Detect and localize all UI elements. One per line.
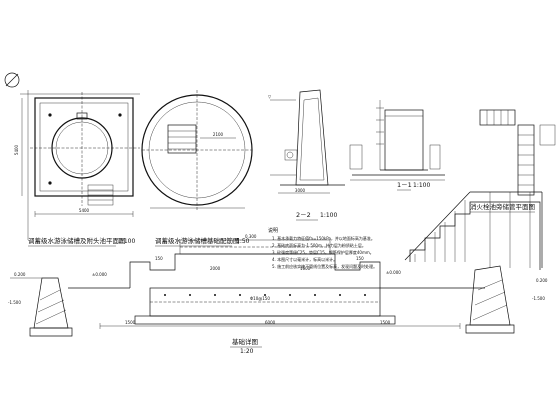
stair-plan-title: 消火栓池旁储管平面图 (470, 202, 535, 211)
notes-block: 说明 1. 基本承载力特征值fa=150kPa，并以地面标高为基准。 2. 基础… (268, 227, 377, 269)
plan-view-title: 调蓄级水游泳储槽及附头池平面图 (28, 236, 126, 245)
tank-outline (34, 97, 134, 197)
round-view-title: 调蓄级水游泳储槽基础配筋图 (155, 236, 240, 245)
notes-heading: 说明 (268, 227, 278, 234)
plan-dim-left: 5400 (14, 144, 19, 155)
basin-outline (129, 253, 381, 288)
note-item-3: 3. 砼强度等级C25，垫层C15，钢筋保护层厚度40mm。 (272, 249, 374, 255)
level-bottom-left: -1.500 (8, 300, 21, 305)
dim-total: 6000 (265, 320, 276, 325)
right-retaining-wall (469, 265, 511, 326)
foundation-detail-scale: 1:20 (240, 348, 254, 355)
stair-railing (404, 191, 543, 270)
section-1-1-scale: 1:100 (413, 182, 430, 189)
note-item-5: 5. 施工前应核实地下管线位置及标高，发现问题及时处理。 (272, 263, 377, 269)
section22-dim: 3000 (295, 188, 306, 193)
round-dim-top: 2100 (213, 132, 224, 137)
note-item-2: 2. 基础底面标高为-1.500m，持力层为粉质粘土层。 (272, 242, 366, 248)
section-1-1-title: 1－1 (397, 181, 412, 189)
level-bottom-right: -1.500 (532, 296, 545, 301)
small-tank (384, 109, 424, 171)
round-view: 2100 调蓄级水游泳储槽基础配筋图 1:50 (141, 90, 253, 247)
foundation-detail-title: 基础详图 (232, 337, 258, 346)
dim-mid-2: 1600 (300, 266, 311, 271)
round-view-scale: 1:50 (236, 238, 250, 245)
note-item-1: 1. 基本承载力特征值fa=150kPa，并以地面标高为基准。 (272, 235, 375, 241)
plan-view: 5400 5400 调蓄级水游泳储槽及附头池平面图 1:100 (4, 72, 140, 247)
foundation-detail: 0.200 ±0.000 0.300 ±0.000 0.200 -1.500 -… (8, 191, 548, 355)
section-1-1: 1－1 1:100 (349, 100, 445, 191)
dim-mid-3: 150 (356, 256, 364, 261)
level-mid-center: 0.300 (245, 234, 257, 239)
section-2-2: ▽ 3000 2－2 1:100 (268, 89, 345, 221)
north-arrow-icon (4, 72, 20, 88)
dim-left: 1500 (125, 320, 136, 325)
section-2-2-scale: 1:100 (320, 212, 337, 219)
svg-text:▽: ▽ (268, 94, 272, 99)
rebar-note: Φ10@150 (250, 296, 270, 301)
dim-mid-1: 150 (155, 256, 163, 261)
note-item-4: 4. 本图尺寸以毫米计，标高以米计。 (272, 256, 337, 262)
level-right-ground: ±0.000 (386, 270, 401, 275)
stair-plan: 消火栓池旁储管平面图 (470, 109, 556, 213)
dim-span: 2000 (210, 266, 221, 271)
dim-right: 1500 (380, 320, 391, 325)
plan-dim-bottom: 5400 (79, 208, 90, 213)
left-retaining-wall (33, 277, 69, 329)
level-right-top: 0.200 (536, 278, 548, 283)
plan-view-scale: 1:100 (118, 238, 135, 245)
section-2-2-title: 2－2 (296, 211, 311, 219)
level-mid-left: ±0.000 (92, 272, 107, 277)
level-top-left: 0.200 (14, 272, 26, 277)
